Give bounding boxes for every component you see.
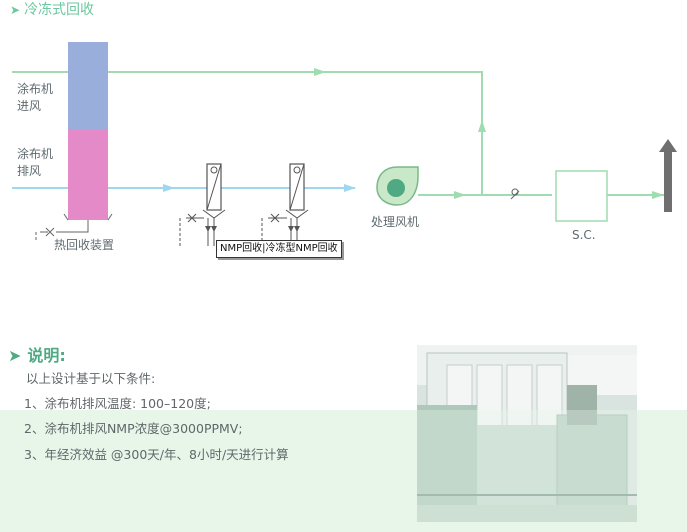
flow-arrow-to-stack [652, 191, 664, 199]
label-coater-exhaust-2: 排风 [17, 164, 42, 178]
condenser-2 [261, 163, 309, 248]
heat-recovery-lower [68, 130, 108, 220]
label-coater-inlet-2: 进风 [17, 99, 42, 113]
label-sc: S.C. [572, 228, 596, 242]
chevron-right-icon: ➤ [8, 346, 22, 365]
heat-recovery-upper [68, 42, 108, 130]
section-title: 冷冻式回收 [24, 2, 95, 18]
flow-arrow-exhaust-2 [344, 184, 356, 192]
stack [664, 152, 672, 212]
condenser-1 [179, 163, 226, 248]
flow-arrow-outlet [454, 191, 466, 199]
flow-arrow-exhaust-1 [163, 184, 175, 192]
sc-box [555, 170, 608, 222]
label-fan: 处理风机 [371, 215, 420, 229]
label-coater-exhaust-1: 涂布机 [17, 147, 54, 161]
tooltip: NMP回收|冷冻型NMP回收 [216, 240, 342, 258]
notes-intro: 以上设计基于以下条件: [26, 371, 156, 386]
note-item-3: 3、年经济效益 @300天/年、8小时/天进行计算 [24, 447, 289, 462]
damper-icon [510, 188, 520, 200]
flow-arrow-return [314, 68, 326, 76]
section-header: ➤冷冻式回收 [10, 3, 94, 17]
chevron-right-icon: ➤ [10, 3, 21, 17]
stack-arrow [659, 139, 677, 152]
drain-valve [45, 227, 55, 237]
label-heat-recovery: 热回收装置 [54, 238, 115, 252]
equipment-photo [417, 345, 637, 522]
return-duct [12, 71, 483, 195]
flow-arrow-up [478, 120, 486, 132]
process-diagram [12, 42, 677, 248]
notes-title: 说明: [27, 346, 66, 365]
note-item-2: 2、涂布机排风NMP浓度@3000PPMV; [24, 421, 243, 436]
notes-heading: ➤ 说明: [8, 342, 66, 366]
label-coater-inlet-1: 涂布机 [17, 82, 54, 96]
note-item-1: 1、涂布机排风温度: 100–120度; [24, 396, 211, 411]
fan-icon [376, 166, 419, 206]
